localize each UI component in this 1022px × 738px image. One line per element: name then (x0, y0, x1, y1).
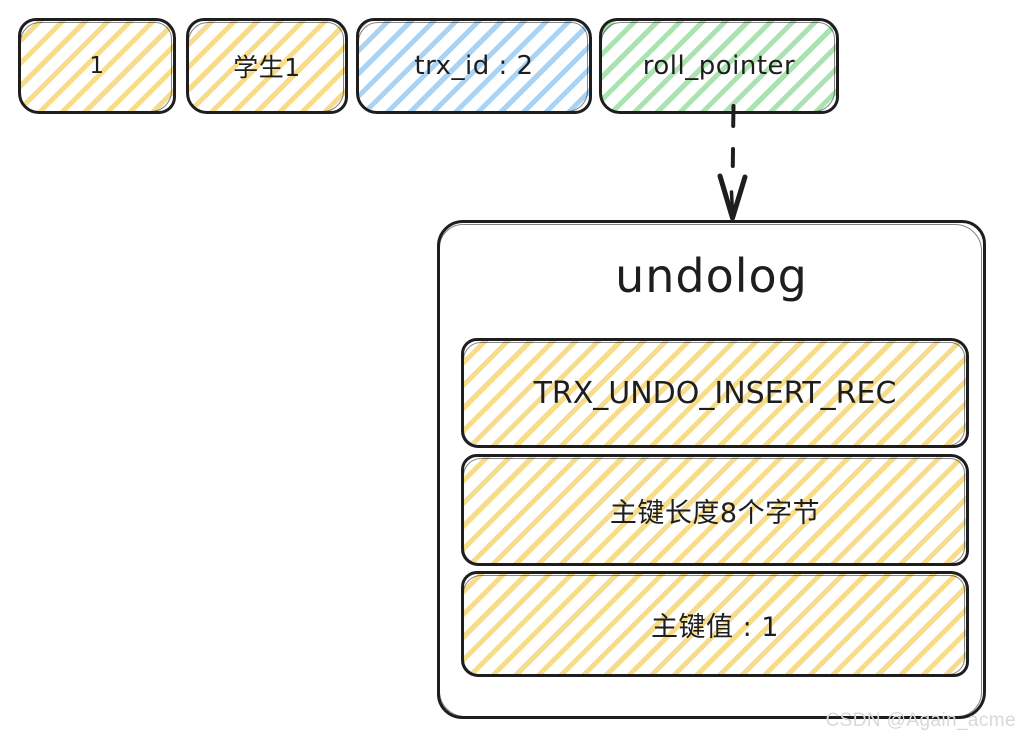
undolog-row-pk-length: 主键长度8个字节 (461, 454, 969, 566)
record-field-name-label: 学生1 (233, 53, 301, 82)
undolog-row-type-label: TRX_UNDO_INSERT_REC (533, 375, 897, 411)
undolog-row-pk-value-label: 主键值 : 1 (651, 611, 779, 643)
arrow-head-stem (729, 190, 735, 220)
roll-pointer-to-undolog-arrow (717, 104, 748, 221)
record-field-roll-pointer-label: roll_pointer (642, 51, 796, 81)
undolog-row-pk-value: 主键值 : 1 (461, 571, 969, 677)
watermark: CSDN @Again_acme (825, 710, 1016, 731)
undolog-row-type: TRX_UNDO_INSERT_REC (461, 338, 969, 448)
undolog-container: undolog TRX_UNDO_INSERT_REC 主键长度8个字节 主键值… (437, 220, 986, 719)
undolog-row-pk-length-label: 主键长度8个字节 (609, 497, 821, 529)
record-field-roll-pointer: roll_pointer (599, 18, 839, 114)
record-field-trx-id: trx_id : 2 (356, 18, 592, 114)
record-field-pk-label: 1 (89, 53, 105, 79)
record-field-trx-id-label: trx_id : 2 (414, 51, 534, 81)
record-field-name: 学生1 (186, 18, 348, 114)
record-field-pk: 1 (18, 18, 176, 114)
undolog-title: undolog (615, 249, 808, 303)
